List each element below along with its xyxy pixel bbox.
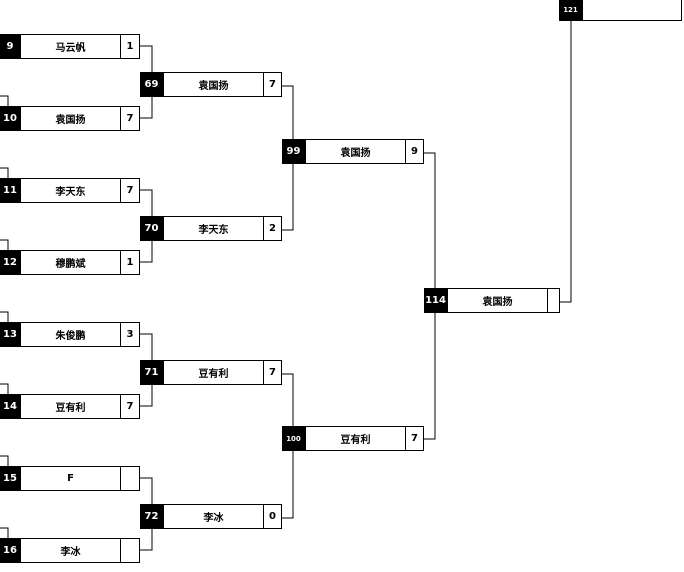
player-name: 穆鹏斌 xyxy=(21,251,121,274)
player-name: 豆有利 xyxy=(164,361,264,384)
player-score: 1 xyxy=(126,257,134,268)
player-slot[interactable]: 李冰 0 xyxy=(163,504,282,529)
player-slot[interactable]: 袁国扬 9 xyxy=(305,139,424,164)
match-number: 72 xyxy=(140,504,163,529)
player-slot[interactable]: 李天东 7 xyxy=(20,178,140,203)
player-name: 朱俊鹏 xyxy=(21,323,121,346)
player-score: 0 xyxy=(269,511,276,522)
match-12: 12 穆鹏斌 1 xyxy=(0,250,140,275)
player-score: 7 xyxy=(269,79,276,90)
match-number: 71 xyxy=(140,360,163,385)
player-score: 7 xyxy=(269,367,276,378)
match-13: 13 朱俊鹏 3 xyxy=(0,322,140,347)
match-70: 70 李天东 2 xyxy=(140,216,282,241)
player-name: 豆有利 xyxy=(21,395,121,418)
player-slot[interactable]: 李冰 xyxy=(20,538,140,563)
match-71: 71 豆有利 7 xyxy=(140,360,282,385)
player-score: 3 xyxy=(126,329,134,340)
match-9: 9 马云帆 1 xyxy=(0,34,140,59)
player-slot[interactable]: 豆有利 7 xyxy=(305,426,424,451)
match-number: 114 xyxy=(424,288,447,313)
player-slot[interactable]: 袁国扬 7 xyxy=(20,106,140,131)
match-72: 72 李冰 0 xyxy=(140,504,282,529)
match-number: 16 xyxy=(0,538,20,563)
player-score: 9 xyxy=(411,146,418,157)
match-number: 14 xyxy=(0,394,20,419)
player-slot[interactable]: 马云帆 1 xyxy=(20,34,140,59)
match-number: 70 xyxy=(140,216,163,241)
match-69: 69 袁国扬 7 xyxy=(140,72,282,97)
player-score: 7 xyxy=(126,185,134,196)
player-name: 袁国扬 xyxy=(21,107,121,130)
player-slot[interactable] xyxy=(582,0,682,21)
player-score: 7 xyxy=(126,113,134,124)
player-score: 7 xyxy=(126,401,134,412)
match-number: 69 xyxy=(140,72,163,97)
player-slot[interactable]: F xyxy=(20,466,140,491)
player-score xyxy=(121,467,139,490)
match-16: 16 李冰 xyxy=(0,538,140,563)
match-100: 100 豆有利 7 xyxy=(282,426,424,451)
player-slot[interactable]: 穆鹏斌 1 xyxy=(20,250,140,275)
player-score xyxy=(121,539,139,562)
player-name: 李冰 xyxy=(21,539,121,562)
player-name: 马云帆 xyxy=(21,35,121,58)
match-number: 9 xyxy=(0,34,20,59)
match-10: 10 袁国扬 7 xyxy=(0,106,140,131)
match-number: 121 xyxy=(559,0,582,21)
player-name xyxy=(583,0,681,20)
player-name: 李天东 xyxy=(21,179,121,202)
player-name: 豆有利 xyxy=(306,427,406,450)
player-name: 袁国扬 xyxy=(306,140,406,163)
player-score xyxy=(548,289,559,312)
player-score: 2 xyxy=(269,223,276,234)
match-number: 11 xyxy=(0,178,20,203)
player-slot[interactable]: 李天东 2 xyxy=(163,216,282,241)
match-number: 12 xyxy=(0,250,20,275)
player-score: 7 xyxy=(411,433,418,444)
player-slot[interactable]: 袁国扬 xyxy=(447,288,560,313)
match-114: 114 袁国扬 xyxy=(424,288,560,313)
match-number: 99 xyxy=(282,139,305,164)
player-slot[interactable]: 豆有利 7 xyxy=(163,360,282,385)
player-slot[interactable]: 朱俊鹏 3 xyxy=(20,322,140,347)
player-name: 袁国扬 xyxy=(448,289,548,312)
player-score: 1 xyxy=(126,41,134,52)
match-121: 121 xyxy=(559,0,682,21)
player-name: 李冰 xyxy=(164,505,264,528)
match-number: 13 xyxy=(0,322,20,347)
match-number: 100 xyxy=(282,426,305,451)
player-slot[interactable]: 袁国扬 7 xyxy=(163,72,282,97)
match-99: 99 袁国扬 9 xyxy=(282,139,424,164)
player-slot[interactable]: 豆有利 7 xyxy=(20,394,140,419)
match-14: 14 豆有利 7 xyxy=(0,394,140,419)
player-name: 李天东 xyxy=(164,217,264,240)
match-number: 10 xyxy=(0,106,20,131)
player-name: 袁国扬 xyxy=(164,73,264,96)
match-number: 15 xyxy=(0,466,20,491)
match-15: 15 F xyxy=(0,466,140,491)
player-name: F xyxy=(21,467,121,490)
match-11: 11 李天东 7 xyxy=(0,178,140,203)
